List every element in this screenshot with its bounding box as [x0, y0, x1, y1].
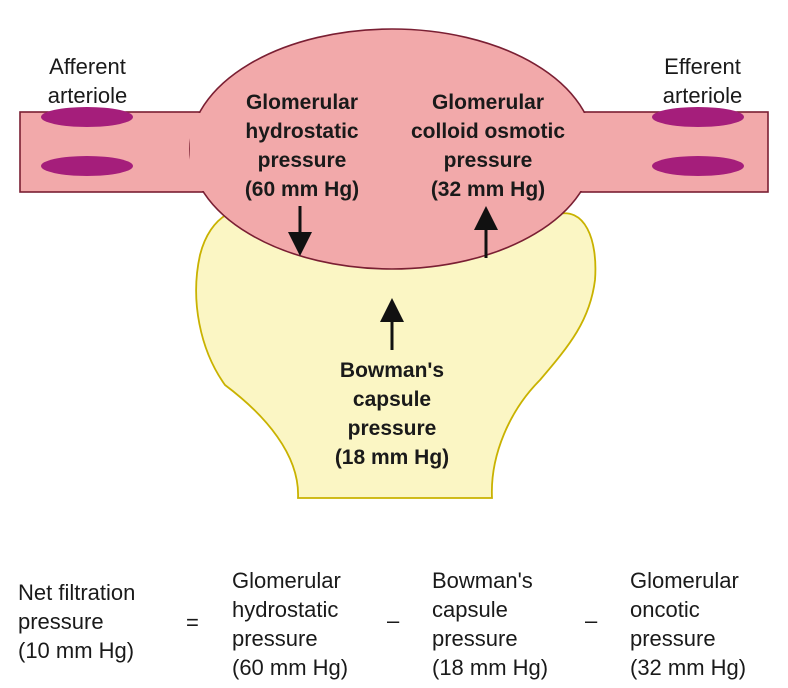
minus-sign-2: –: [585, 608, 598, 633]
equals-sign: =: [186, 610, 199, 635]
afferent-valve-top: [41, 107, 133, 127]
net-filtration-pressure-term: Net filtration pressure (10 mm Hg): [18, 580, 136, 663]
glomerular-oncotic-pressure-term: Glomerular oncotic pressure (32 mm Hg): [630, 568, 747, 680]
bowmans-capsule-pressure-term: Bowman's capsule pressure (18 mm Hg): [432, 568, 549, 680]
minus-sign-1: –: [387, 608, 400, 633]
afferent-valve-bottom: [41, 156, 133, 176]
efferent-valve-top: [652, 107, 744, 127]
glomerulus-diagram: [19, 28, 769, 499]
glomerular-colloid-osmotic-pressure-label: Glomerular colloid osmotic pressure (32 …: [410, 91, 565, 201]
efferent-valve-bottom: [652, 156, 744, 176]
bowmans-capsule-pressure-label: Bowman's capsule pressure (18 mm Hg): [334, 359, 450, 469]
efferent-arteriole-label: Efferent arteriole: [662, 54, 743, 108]
afferent-arteriole-label: Afferent arteriole: [47, 54, 128, 108]
glomerular-hydrostatic-pressure-label: Glomerular hydrostatic pressure (60 mm H…: [244, 91, 360, 201]
glomerular-hydrostatic-pressure-term: Glomerular hydrostatic pressure (60 mm H…: [232, 568, 349, 680]
